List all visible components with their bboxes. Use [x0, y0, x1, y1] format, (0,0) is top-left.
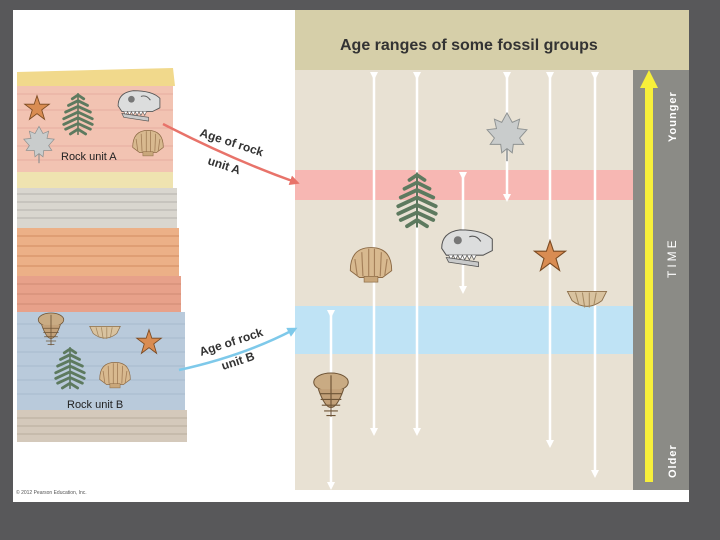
age-a-label-line2: unit A: [206, 154, 243, 178]
orange-strata-layer: [17, 228, 179, 276]
copyright-notice: © 2012 Pearson Education, Inc.: [16, 490, 87, 496]
geology-diagram: Rock unit A Rock unit B Age ranges of so…: [13, 10, 689, 502]
rock-unit-a-label: Rock unit A: [61, 151, 117, 163]
age-b-label-line1: Age of rock: [198, 325, 265, 359]
age-a-label-line1: Age of rock: [198, 126, 265, 160]
rock-column: [17, 68, 187, 442]
time-label: TIME: [665, 237, 679, 278]
slide: Rock unit A Rock unit B Age ranges of so…: [13, 10, 689, 502]
age-b-label-line2: unit B: [220, 349, 257, 373]
rock-unit-b-label: Rock unit B: [67, 399, 123, 411]
younger-label: Younger: [667, 91, 679, 142]
unit-a-age-band: [295, 170, 637, 200]
unit-b-age-band: [295, 306, 637, 354]
panel-title: Age ranges of some fossil groups: [340, 37, 598, 54]
sandstone-layer: [17, 172, 173, 188]
topsoil-layer: [17, 68, 175, 88]
time-scale-bar: [633, 70, 689, 490]
older-label: Older: [667, 444, 679, 478]
